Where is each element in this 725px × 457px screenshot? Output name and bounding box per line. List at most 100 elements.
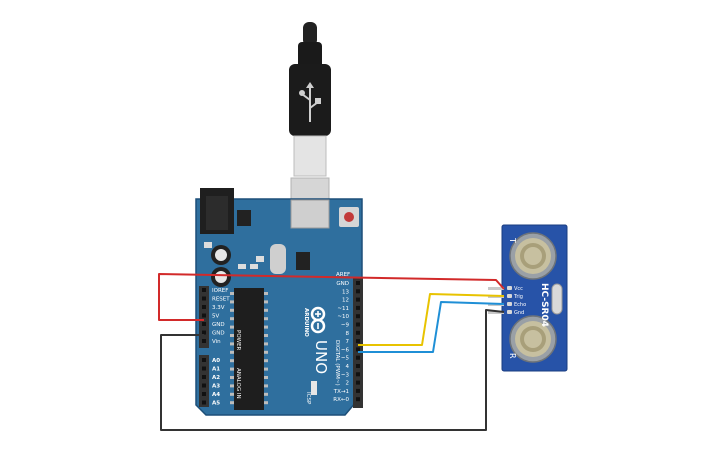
chip-leg bbox=[264, 359, 268, 363]
analog-header-label: ANALOG IN bbox=[235, 368, 241, 399]
chip-leg bbox=[230, 401, 234, 405]
digital-pin-label: 2 bbox=[346, 381, 350, 387]
chip-leg bbox=[264, 367, 268, 371]
digital-pin-socket[interactable] bbox=[356, 330, 360, 335]
chip-leg bbox=[230, 292, 234, 295]
chip-leg bbox=[264, 342, 268, 346]
digital-pin-label: ~6 bbox=[341, 347, 350, 353]
sensor-pin-leg[interactable] bbox=[488, 287, 504, 290]
power-pin-socket[interactable] bbox=[202, 305, 206, 309]
digital-pin-socket[interactable] bbox=[356, 364, 360, 368]
sensor-crystal bbox=[551, 283, 563, 315]
usb-plug-metal bbox=[293, 135, 327, 177]
digital-pin-label: 13 bbox=[342, 289, 349, 295]
chip-leg bbox=[264, 325, 268, 329]
digital-pin-label: 12 bbox=[342, 298, 349, 304]
chip-leg bbox=[230, 342, 234, 346]
power-pin-socket[interactable] bbox=[202, 330, 206, 335]
chip-leg bbox=[230, 350, 234, 354]
sensor-pin-label: Trig bbox=[513, 294, 523, 300]
digital-pin-socket[interactable] bbox=[356, 305, 360, 310]
pin-sockets bbox=[202, 281, 360, 405]
digital-pin-socket[interactable] bbox=[356, 355, 360, 360]
digital-pin-label: ~11 bbox=[337, 306, 349, 312]
power-pin-socket[interactable] bbox=[202, 322, 206, 326]
chip-leg bbox=[264, 376, 268, 379]
arduino-uno-board[interactable]: ARDUINO UNO DIGITAL (PWM~) POWER ANALOG … bbox=[195, 188, 363, 416]
power-pin-socket[interactable] bbox=[202, 313, 206, 318]
digital-pin-socket[interactable] bbox=[356, 322, 360, 327]
chip-leg bbox=[264, 350, 268, 354]
chip-leg bbox=[264, 392, 268, 396]
digital-pin-label: RX←0 bbox=[333, 397, 349, 403]
analog-pin-socket[interactable] bbox=[202, 392, 206, 396]
wire-echo-pin6[interactable] bbox=[358, 301, 505, 353]
power-pin-socket[interactable] bbox=[202, 339, 206, 343]
digital-pin-socket[interactable] bbox=[356, 289, 360, 294]
chip-leg bbox=[230, 384, 234, 388]
chip-leg bbox=[264, 317, 268, 321]
analog-pin-socket[interactable] bbox=[202, 358, 206, 362]
digital-pin-label: ~10 bbox=[337, 314, 349, 320]
usb-cable bbox=[289, 22, 331, 229]
power-pin-label: IOREF bbox=[212, 288, 228, 294]
analog-pin-label: A4 bbox=[212, 392, 220, 398]
voltage-regulator bbox=[237, 210, 251, 226]
chip-leg bbox=[264, 401, 268, 405]
chip-legs bbox=[230, 292, 268, 405]
wires bbox=[158, 273, 505, 431]
analog-pin-label: A0 bbox=[212, 358, 220, 364]
chip-leg bbox=[264, 308, 268, 312]
power-pin-socket[interactable] bbox=[202, 288, 206, 292]
digital-pin-socket[interactable] bbox=[356, 314, 360, 319]
digital-pin-label: TX→1 bbox=[333, 389, 349, 395]
digital-pin-socket[interactable] bbox=[356, 388, 360, 393]
chip-leg bbox=[264, 334, 268, 337]
wire-gnd[interactable] bbox=[160, 309, 505, 431]
analog-pin-socket[interactable] bbox=[202, 366, 206, 371]
digital-pin-socket[interactable] bbox=[356, 339, 360, 344]
digital-pin-socket[interactable] bbox=[356, 297, 360, 302]
power-pin-label: RESET bbox=[212, 297, 230, 303]
digital-pin-socket[interactable] bbox=[356, 397, 360, 402]
digital-pin-label: GND bbox=[336, 281, 349, 287]
usb-icon bbox=[299, 82, 321, 122]
power-pin-socket[interactable] bbox=[202, 296, 206, 301]
digital-pin-label: 7 bbox=[346, 339, 350, 345]
analog-pin-socket[interactable] bbox=[202, 375, 206, 379]
atmega-chip bbox=[234, 288, 264, 410]
power-pin-label: GND bbox=[212, 322, 225, 328]
digital-pin-socket[interactable] bbox=[356, 380, 360, 385]
digital-pin-label: ~5 bbox=[341, 356, 350, 362]
chip-leg bbox=[230, 367, 234, 371]
wire-vcc-5v[interactable] bbox=[158, 273, 505, 321]
wire-trig-pin7[interactable] bbox=[358, 293, 505, 346]
digital-pin-label: 8 bbox=[346, 331, 350, 337]
reset-button-cap[interactable] bbox=[344, 212, 354, 222]
transmitter-label: T bbox=[508, 237, 517, 243]
sensor-pin-pad bbox=[507, 302, 512, 306]
receiver-label: R bbox=[508, 353, 517, 359]
analog-pin-socket[interactable] bbox=[202, 400, 206, 405]
chip-leg bbox=[230, 359, 234, 363]
sensor-pin-leg[interactable] bbox=[488, 311, 504, 314]
digital-pin-socket[interactable] bbox=[356, 347, 360, 352]
chip-leg bbox=[230, 376, 234, 379]
analog-pin-label: A2 bbox=[212, 375, 220, 381]
chip-leg bbox=[264, 292, 268, 295]
analog-pin-label: A3 bbox=[212, 384, 220, 390]
digital-pin-socket[interactable] bbox=[356, 372, 360, 377]
digital-pin-socket[interactable] bbox=[356, 281, 360, 285]
sensor-pin-label: Vcc bbox=[514, 286, 523, 292]
icsp-header bbox=[311, 381, 317, 395]
analog-pin-socket[interactable] bbox=[202, 383, 206, 388]
power-header-label: POWER bbox=[235, 330, 241, 351]
arduino-logo bbox=[310, 306, 326, 334]
analog-header bbox=[199, 355, 209, 407]
chip-leg bbox=[230, 392, 234, 396]
